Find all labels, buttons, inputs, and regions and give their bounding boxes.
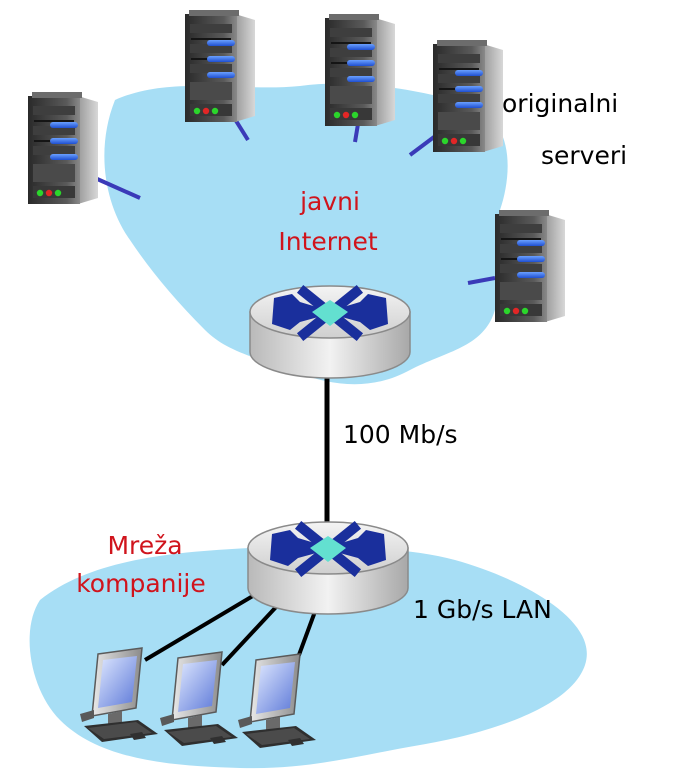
lan-speed-label: 1 Gb/s LAN xyxy=(413,595,552,624)
access-link-label: 100 Mb/s xyxy=(343,420,458,449)
origin-servers-label-line2: serveri xyxy=(541,141,627,170)
router-icon xyxy=(250,286,410,378)
server-tower-icon xyxy=(433,40,503,152)
server-tower-icon xyxy=(185,10,255,122)
server-tower-icon xyxy=(28,92,98,204)
company-network-label-line1: Mreža xyxy=(107,531,182,560)
internet-label-line1: javni xyxy=(299,187,360,216)
server-tower-icon xyxy=(325,14,395,126)
internet-label-line2: Internet xyxy=(278,227,377,256)
company-network-cloud xyxy=(29,546,587,769)
origin-servers-label-line1: originalni xyxy=(502,89,618,118)
router-icon xyxy=(248,522,408,614)
company-network-label-line2: kompanije xyxy=(76,569,206,598)
server-tower-icon xyxy=(495,210,565,322)
